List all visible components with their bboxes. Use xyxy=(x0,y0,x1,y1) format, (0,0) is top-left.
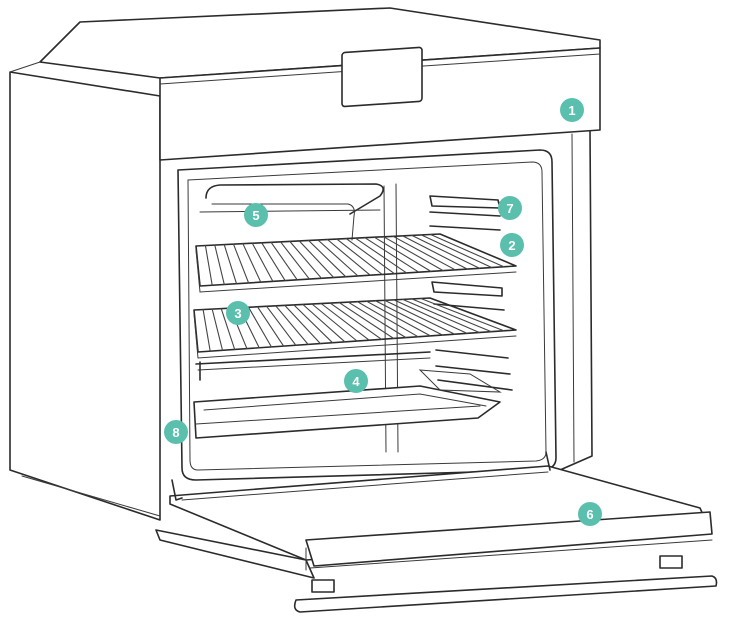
upper-wire-shelf xyxy=(195,233,517,293)
oven-left-side xyxy=(9,71,161,521)
callout-1-marker xyxy=(560,98,584,122)
callout-1: 1 xyxy=(560,98,584,122)
display-window xyxy=(341,46,423,108)
callouts: 1 2 3 4 5 6 7 8 xyxy=(164,98,602,526)
oven-body xyxy=(9,7,601,521)
callout-7-label: 7 xyxy=(506,201,513,216)
callout-4-marker xyxy=(344,369,368,393)
control-panel xyxy=(159,46,601,161)
callout-5-label: 5 xyxy=(252,208,259,223)
callout-8: 8 xyxy=(164,420,188,444)
top-heating-element xyxy=(205,183,384,215)
callout-7: 7 xyxy=(498,196,522,220)
callout-6-label: 6 xyxy=(586,507,593,522)
cavity-inner-frame xyxy=(187,161,547,471)
cavity-outer-frame xyxy=(177,149,557,481)
handle-foot-left xyxy=(311,579,335,593)
door-left-edge xyxy=(155,529,315,579)
baking-tray xyxy=(193,369,502,439)
callout-3: 3 xyxy=(226,301,250,325)
callout-6-marker xyxy=(578,502,602,526)
callout-2-marker xyxy=(500,233,524,257)
callout-3-marker xyxy=(226,301,250,325)
handle-foot-right xyxy=(659,555,683,569)
callout-5: 5 xyxy=(244,203,268,227)
lower-wire-shelf xyxy=(193,297,517,381)
callout-2-label: 2 xyxy=(508,238,515,253)
callout-7-marker xyxy=(498,196,522,220)
callout-1-label: 1 xyxy=(568,103,575,118)
callout-8-marker xyxy=(164,420,188,444)
callout-5-marker xyxy=(244,203,268,227)
callout-8-label: 8 xyxy=(172,425,179,440)
door-handle xyxy=(293,575,718,613)
callout-2: 2 xyxy=(500,233,524,257)
callout-4-label: 4 xyxy=(352,374,360,389)
upper-shelf-frame xyxy=(195,233,517,287)
callout-3-label: 3 xyxy=(234,306,241,321)
oven-door xyxy=(155,451,718,613)
side-rails xyxy=(429,195,513,391)
callout-4: 4 xyxy=(344,369,368,393)
door-front-edge xyxy=(305,511,713,567)
tray-body xyxy=(193,385,501,439)
callout-6: 6 xyxy=(578,502,602,526)
